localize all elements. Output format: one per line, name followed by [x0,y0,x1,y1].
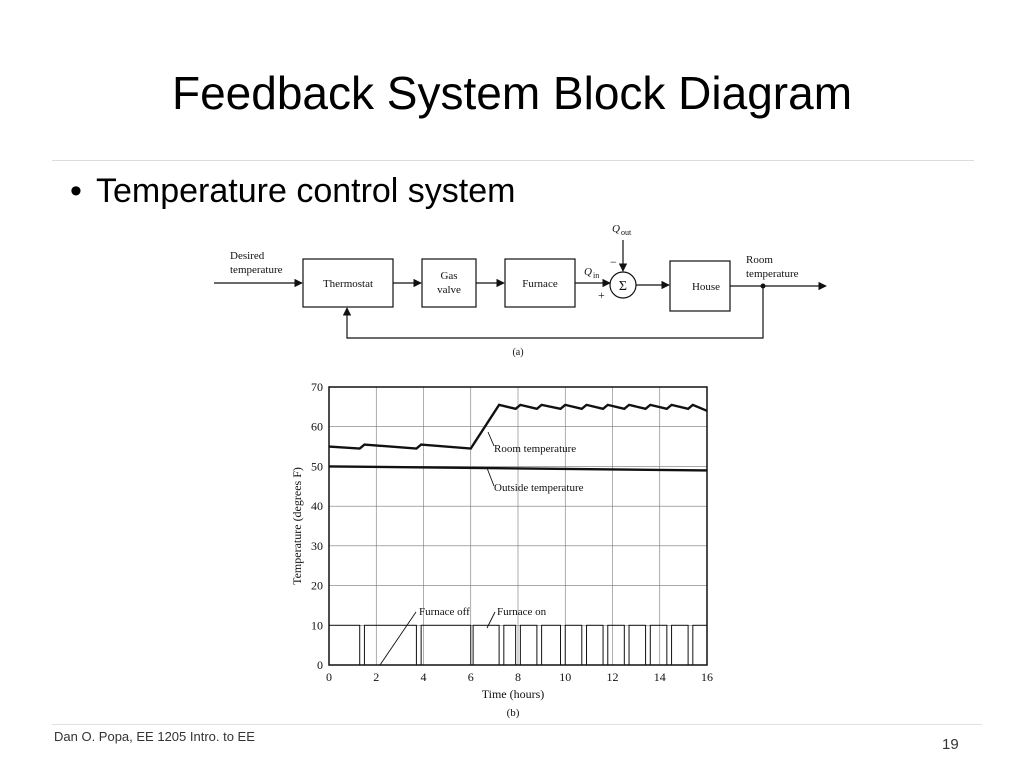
furnace-on-pulse [649,624,668,666]
annotation-leaders [379,431,496,666]
bullet-item: • Temperature control system [70,172,516,211]
y-tick-label: 40 [311,499,323,513]
leader-outside [486,467,495,487]
furnace-on-pulse [607,624,625,666]
gas-valve-label-2: valve [437,284,461,296]
leader-furnace-off [379,611,417,666]
input-label-1: Desired [230,250,265,262]
x-tick-label: 4 [421,670,427,684]
furnace-on-pulse [328,624,361,666]
summer-symbol: Σ [619,279,627,294]
y-tick-label: 10 [311,618,323,632]
y-tick-label: 50 [311,459,323,473]
output-label-1: Room [746,254,773,266]
annotation-furnace-on: Furnace on [497,606,547,618]
chart-grid [328,386,708,666]
bullet-text: Temperature control system [96,172,516,210]
chart-series [328,403,708,472]
y-tick-label: 60 [311,420,323,434]
furnace-on-pulse [363,624,417,666]
y-axis-label: Temperature (degrees F) [290,467,304,585]
gas-valve-block [421,258,477,308]
q-out-subscript: out [621,228,632,237]
furnace-on-pulse [586,624,604,666]
temperature-chart: 0 2 4 6 8 10 12 14 16 0 10 20 30 40 50 60 70 Room tempe… [290,380,713,719]
plot-frame [328,386,708,666]
x-tick-label: 12 [607,670,619,684]
furnace-on-pulse [519,624,538,666]
plus-sign: + [598,288,605,302]
y-tick-label: 70 [311,380,323,394]
diagram-caption: (a) [512,347,523,358]
footer-author: Dan O. Popa, EE 1205 Intro. to EE [54,729,255,744]
chart-caption: (b) [507,707,520,719]
x-tick-label: 8 [515,670,521,684]
y-tick-label: 0 [317,658,323,672]
furnace-on-pulse [472,624,500,666]
room-temperature-line [328,403,708,450]
outside-temperature-line [328,465,708,472]
y-tick-labels: 0 10 20 30 40 50 60 70 [311,380,323,672]
takeoff-point [760,283,766,289]
input-label-2: temperature [230,264,283,276]
furnace-label: Furnace [522,278,558,290]
title-divider [52,160,974,161]
thermostat-label: Thermostat [323,278,373,290]
furnace-on-pulse [564,624,583,666]
furnace-on-pulse [503,624,517,666]
x-tick-label: 2 [373,670,379,684]
x-tick-label: 14 [654,670,666,684]
x-tick-label: 6 [468,670,474,684]
q-in-label: Q [584,266,592,278]
feedback-path [342,286,764,339]
q-in-subscript: in [593,271,599,280]
slide-title: Feedback System Block Diagram [171,67,853,119]
furnace-pulses [328,624,708,666]
furnace-on-pulse [420,624,472,666]
y-tick-label: 30 [311,539,323,553]
block-diagram [214,240,827,339]
bullet-dot-icon: • [70,172,82,210]
x-tick-label: 10 [559,670,571,684]
page-number: 19 [942,736,959,753]
furnace-on-pulse [692,624,708,666]
x-tick-labels: 0 2 4 6 8 10 12 14 16 [326,670,713,684]
minus-sign: − [610,255,617,269]
x-axis-label: Time (hours) [482,687,545,701]
output-label-2: temperature [746,268,799,280]
annotation-furnace-off: Furnace off [419,606,470,618]
leader-furnace-on [486,611,496,629]
furnace-on-pulse [671,624,689,666]
footer-divider [52,724,982,725]
x-tick-label: 16 [701,670,713,684]
annotation-outside-temperature: Outside temperature [494,482,584,494]
y-tick-label: 20 [311,579,323,593]
furnace-on-pulse [541,624,562,666]
leader-room [487,431,495,447]
annotation-room-temperature: Room temperature [494,443,576,455]
furnace-on-pulse [628,624,647,666]
house-label: House [692,281,720,293]
x-tick-label: 0 [326,670,332,684]
gas-valve-label-1: Gas [440,270,457,282]
q-out-label: Q [612,223,620,235]
